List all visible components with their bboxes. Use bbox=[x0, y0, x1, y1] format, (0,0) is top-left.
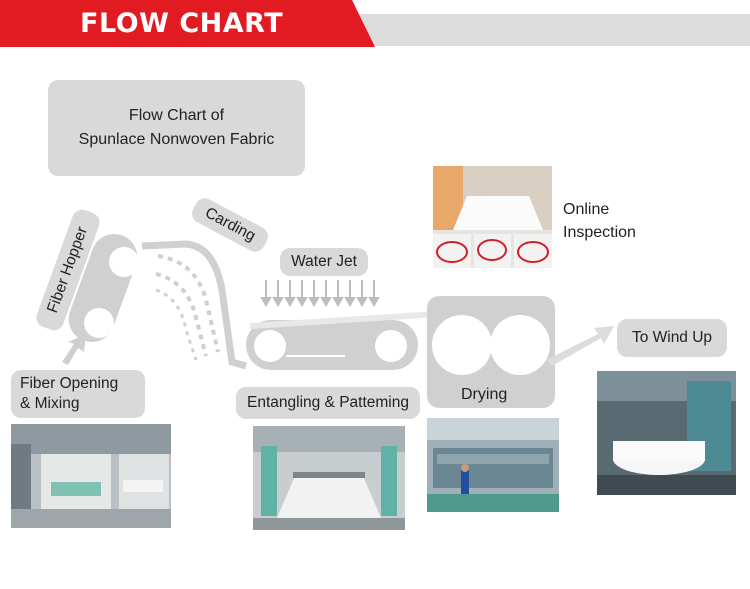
fiber-hopper-machine bbox=[68, 233, 139, 343]
wind-up-text: To Wind Up bbox=[631, 329, 713, 346]
title-line-1: Flow Chart of bbox=[128, 107, 225, 124]
online-inspection-photo bbox=[433, 166, 552, 268]
online-inspection-label: Online Inspection bbox=[563, 198, 636, 244]
fiber-opening-line-2: & Mixing bbox=[20, 395, 80, 412]
drying-photo bbox=[427, 418, 559, 512]
online-inspection-line-2: Inspection bbox=[563, 224, 636, 241]
arrow-to-wind-up bbox=[546, 326, 614, 366]
title-box: Flow Chart of Spunlace Nonwoven Fabric bbox=[48, 80, 305, 176]
drying-label: Drying bbox=[461, 386, 508, 403]
water-jet-text: Water Jet bbox=[291, 253, 357, 270]
water-jet-label: Water Jet bbox=[280, 248, 368, 276]
carding-web-flow bbox=[141, 240, 247, 370]
online-inspection-line-1: Online bbox=[563, 201, 610, 218]
entangling-photo bbox=[253, 426, 405, 530]
water-jet-arrows bbox=[260, 280, 380, 308]
entangling-label: Entangling & Patteming bbox=[236, 387, 420, 419]
fiber-opening-line-1: Fiber Opening bbox=[20, 375, 119, 392]
page-title: FLOW CHART bbox=[80, 8, 284, 39]
title-line-2: Spunlace Nonwoven Fabric bbox=[78, 131, 275, 148]
fiber-opening-photo bbox=[11, 424, 171, 528]
fiber-opening-box: Fiber Opening & Mixing bbox=[11, 370, 145, 418]
carding-top-line bbox=[141, 242, 187, 248]
wind-up-photo bbox=[597, 371, 736, 495]
wind-up-label: To Wind Up bbox=[617, 319, 727, 357]
header-red-tab bbox=[0, 0, 375, 47]
dryer-machine bbox=[427, 296, 555, 408]
entangling-belt bbox=[246, 320, 418, 370]
arrow-opening-to-hopper bbox=[62, 334, 86, 365]
entangling-text: Entangling & Patteming bbox=[247, 394, 409, 411]
